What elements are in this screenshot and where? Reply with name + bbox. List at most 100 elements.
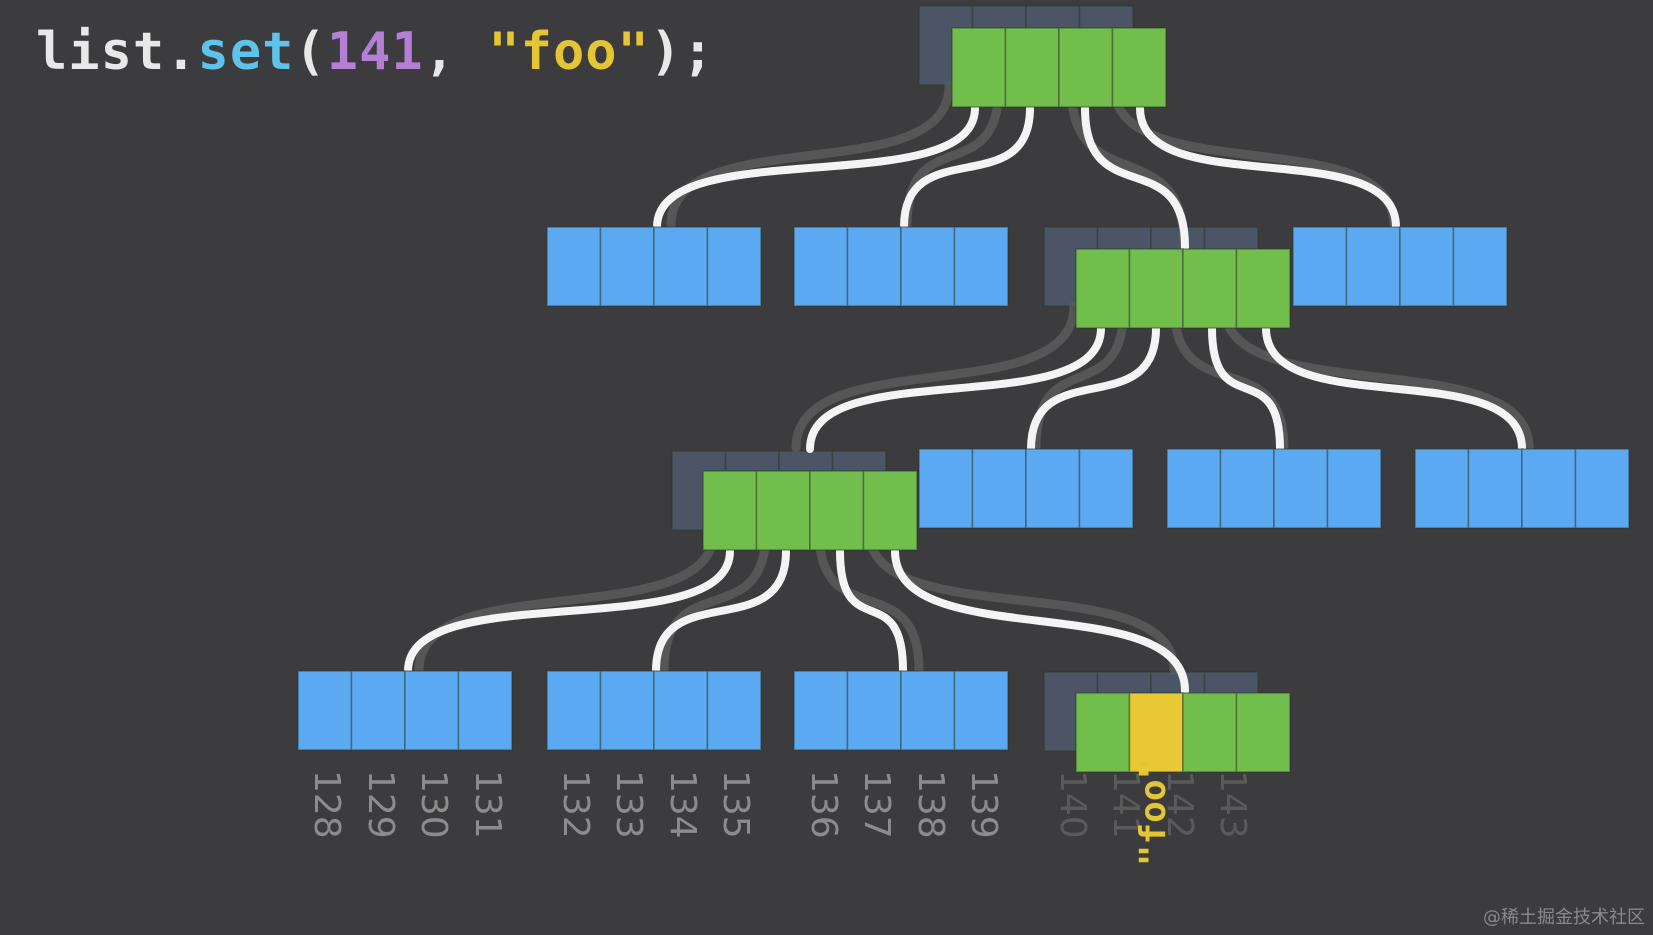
level2-node-4-cell-2 (1399, 226, 1455, 307)
level2-node-4-cell-0 (1292, 226, 1348, 307)
leaf-node-1-cell-2 (404, 670, 460, 751)
code-method: set (197, 22, 295, 82)
root-node-cell-1 (1004, 27, 1060, 108)
index-label-141: 141 (1105, 770, 1146, 839)
edge-2 (1081, 104, 1189, 251)
level2-node-1-cell-1 (599, 226, 655, 307)
leaf-node-4-cell-0 (1075, 692, 1131, 773)
level2-node-3-cell-3 (1235, 248, 1291, 329)
edge-1 (900, 104, 1034, 231)
level3-node-4-cell-1 (1467, 448, 1523, 529)
index-label-128: 128 (306, 770, 347, 839)
leaf-node-3-cell-0 (793, 670, 849, 751)
leaf-node-4-cell-3 (1235, 692, 1291, 773)
leaf-node-3-cell-3 (953, 670, 1009, 751)
index-label-140: 140 (1052, 770, 1093, 839)
new-value-label: "foo" (1133, 758, 1174, 866)
level2-node-1-cell-3 (706, 226, 762, 307)
level3-node-1-cell-3 (862, 470, 918, 551)
level3-node-2-cell-2 (1025, 448, 1081, 529)
edge-6 (1208, 324, 1284, 453)
edge-0 (653, 104, 979, 231)
leaf-node-3 (793, 670, 1009, 751)
root-node (951, 27, 1167, 108)
index-label-138: 138 (910, 770, 951, 839)
leaf-node-1-cell-1 (350, 670, 406, 751)
leaf-node-2-cell-1 (599, 670, 655, 751)
level2-node-3 (1075, 248, 1291, 329)
leaf-node-1-cell-0 (297, 670, 353, 751)
ghost-edge-11 (864, 526, 1179, 675)
edge-11 (891, 547, 1189, 695)
code-open-paren: ( (294, 22, 327, 82)
leaf-node-3-cell-1 (846, 670, 902, 751)
code-dot: . (165, 22, 198, 82)
leaf-node-4-cell-2 (1182, 692, 1238, 773)
level2-node-3-cell-0 (1075, 248, 1131, 329)
edge-4 (806, 324, 1105, 453)
level2-node-3-cell-2 (1182, 248, 1238, 329)
root-node-cell-0 (951, 27, 1007, 108)
leaf-node-2-cell-2 (653, 670, 709, 751)
level3-node-4 (1414, 448, 1630, 529)
root-node-cell-2 (1058, 27, 1114, 108)
level2-node-4-cell-3 (1452, 226, 1508, 307)
index-label-139: 139 (963, 770, 1004, 839)
level2-node-2-cell-1 (846, 226, 902, 307)
level3-node-4-cell-0 (1414, 448, 1470, 529)
level3-node-2-cell-3 (1078, 448, 1134, 529)
index-label-130: 130 (413, 770, 454, 839)
leaf-node-4-cell-1 (1128, 692, 1184, 773)
edge-9 (652, 547, 790, 675)
leaf-node-2-cell-3 (706, 670, 762, 751)
level3-node-3 (1166, 448, 1382, 529)
root-node-cell-3 (1111, 27, 1167, 108)
level3-node-3-cell-0 (1166, 448, 1222, 529)
level2-node-2-cell-2 (900, 226, 956, 307)
level3-node-1-cell-0 (702, 470, 758, 551)
leaf-node-1-cell-3 (457, 670, 513, 751)
level2-node-1 (546, 226, 762, 307)
level2-node-4-cell-1 (1345, 226, 1401, 307)
edge-8 (404, 547, 734, 675)
code-close: ); (649, 22, 715, 82)
level3-node-4-cell-2 (1521, 448, 1577, 529)
index-label-143: 143 (1212, 770, 1253, 839)
index-label-135: 135 (715, 770, 756, 839)
index-label-131: 131 (467, 770, 508, 839)
index-label-142: 142 (1159, 770, 1200, 839)
level2-node-1-cell-2 (653, 226, 709, 307)
level2-node-1-cell-0 (546, 226, 602, 307)
level3-node-1 (702, 470, 918, 551)
edge-7 (1262, 324, 1526, 453)
edge-10 (836, 547, 907, 675)
ghost-edge-10 (814, 526, 924, 675)
index-label-129: 129 (360, 770, 401, 839)
level3-node-3-cell-1 (1219, 448, 1275, 529)
level3-node-4-cell-3 (1574, 448, 1630, 529)
level3-node-1-cell-1 (755, 470, 811, 551)
code-value: "foo" (488, 22, 650, 82)
level2-node-3-cell-1 (1128, 248, 1184, 329)
ghost-edge-4 (791, 301, 1079, 453)
level2-node-4 (1292, 226, 1508, 307)
level3-node-2-cell-0 (918, 448, 974, 529)
level3-node-2 (918, 448, 1134, 529)
code-index: 141 (326, 22, 424, 82)
level3-node-3-cell-3 (1326, 448, 1382, 529)
level3-node-1-cell-2 (809, 470, 865, 551)
leaf-node-2-cell-0 (546, 670, 602, 751)
level3-node-2-cell-1 (971, 448, 1027, 529)
level3-node-3-cell-2 (1273, 448, 1329, 529)
leaf-node-3-cell-2 (900, 670, 956, 751)
leaf-node-2 (546, 670, 762, 751)
leaf-node-1 (297, 670, 513, 751)
edge-3 (1136, 104, 1400, 231)
index-label-136: 136 (803, 770, 844, 839)
index-label-132: 132 (555, 770, 596, 839)
index-label-133: 133 (608, 770, 649, 839)
index-label-134: 134 (662, 770, 703, 839)
watermark: @稀土掘金技术社区 (1483, 907, 1645, 928)
edge-5 (1027, 324, 1160, 453)
